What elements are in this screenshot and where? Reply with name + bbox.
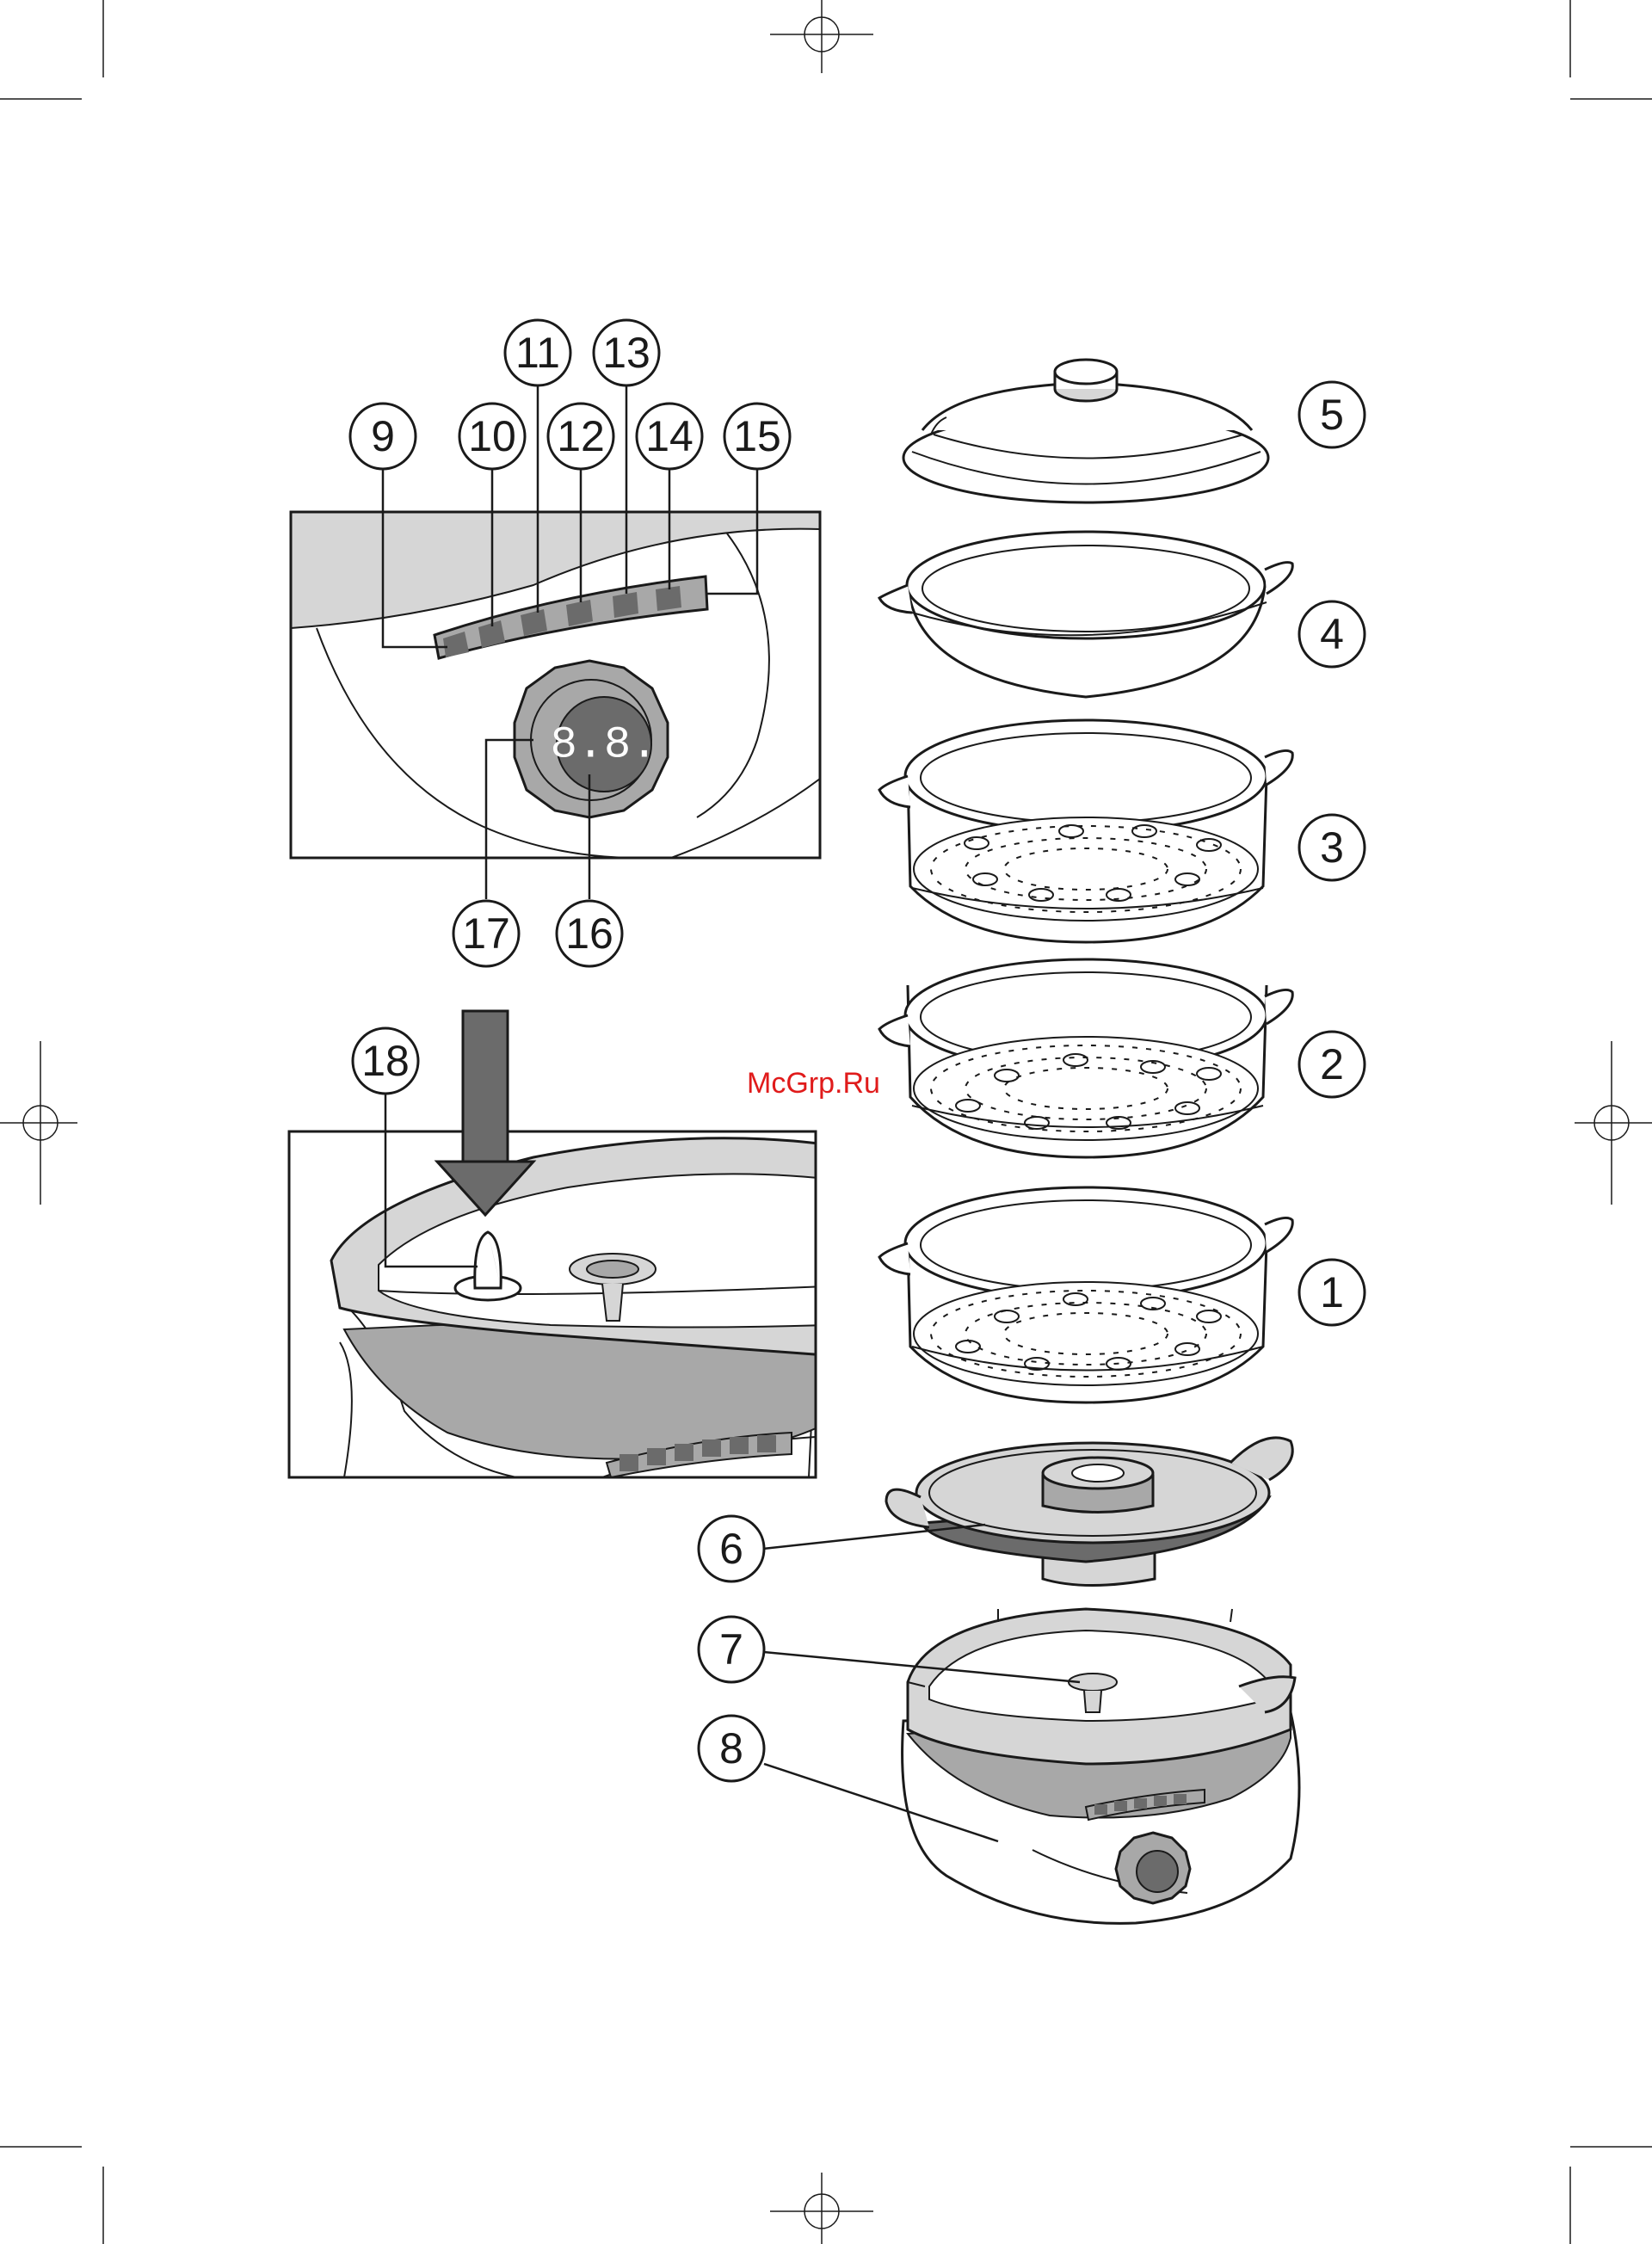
callout-17: 17 [453, 901, 519, 966]
svg-text:5: 5 [1320, 391, 1344, 439]
callout-1: 1 [1299, 1260, 1365, 1325]
svg-text:15: 15 [733, 412, 781, 460]
svg-text:10: 10 [468, 412, 516, 460]
svg-text:9: 9 [371, 412, 395, 460]
registration-target-right [1575, 1041, 1652, 1205]
registration-target-bottom [770, 2173, 873, 2244]
svg-text:16: 16 [565, 909, 613, 958]
svg-text:2: 2 [1320, 1040, 1344, 1088]
callout-16: 16 [557, 901, 622, 966]
base-knob [1116, 1833, 1190, 1903]
callout-4: 4 [1299, 601, 1365, 667]
steaming-bowl-3 [879, 720, 1292, 942]
callout-10: 10 [459, 404, 525, 469]
callout-18: 18 [353, 1028, 418, 1094]
timer-knob: 8.8. [515, 661, 668, 817]
svg-text:7: 7 [719, 1625, 743, 1674]
svg-text:4: 4 [1320, 610, 1344, 658]
steaming-bowl-2 [879, 959, 1292, 1157]
registration-target-left [0, 1041, 77, 1205]
svg-text:13: 13 [602, 329, 650, 377]
callout-6: 6 [699, 1516, 764, 1581]
rice-bowl [879, 532, 1292, 697]
callout-7: 7 [699, 1617, 764, 1682]
svg-text:8: 8 [719, 1724, 743, 1772]
digital-display: 8.8. [551, 720, 658, 771]
callout-8: 8 [699, 1716, 764, 1781]
svg-text:1: 1 [1320, 1268, 1344, 1316]
watermark-text: McGrp.Ru [747, 1067, 880, 1100]
callout-13: 13 [594, 320, 659, 385]
base-unit [903, 1609, 1299, 1923]
svg-text:17: 17 [462, 909, 510, 958]
svg-text:18: 18 [361, 1037, 410, 1085]
callout-11: 11 [505, 320, 570, 385]
callout-5: 5 [1299, 382, 1365, 447]
svg-text:14: 14 [645, 412, 693, 460]
control-panel-detail: 8.8. [291, 512, 820, 858]
lid [903, 360, 1268, 502]
drip-tray [886, 1438, 1292, 1586]
svg-text:12: 12 [557, 412, 605, 460]
callout-2: 2 [1299, 1032, 1365, 1097]
callout-15: 15 [724, 404, 790, 469]
callout-14: 14 [637, 404, 702, 469]
steaming-bowl-1 [879, 1187, 1292, 1402]
callout-9: 9 [350, 404, 416, 469]
svg-text:3: 3 [1320, 823, 1344, 872]
registration-target-top [770, 0, 873, 73]
svg-text:6: 6 [719, 1525, 743, 1573]
callout-3: 3 [1299, 815, 1365, 880]
svg-text:11: 11 [515, 329, 560, 377]
callout-12: 12 [548, 404, 613, 469]
